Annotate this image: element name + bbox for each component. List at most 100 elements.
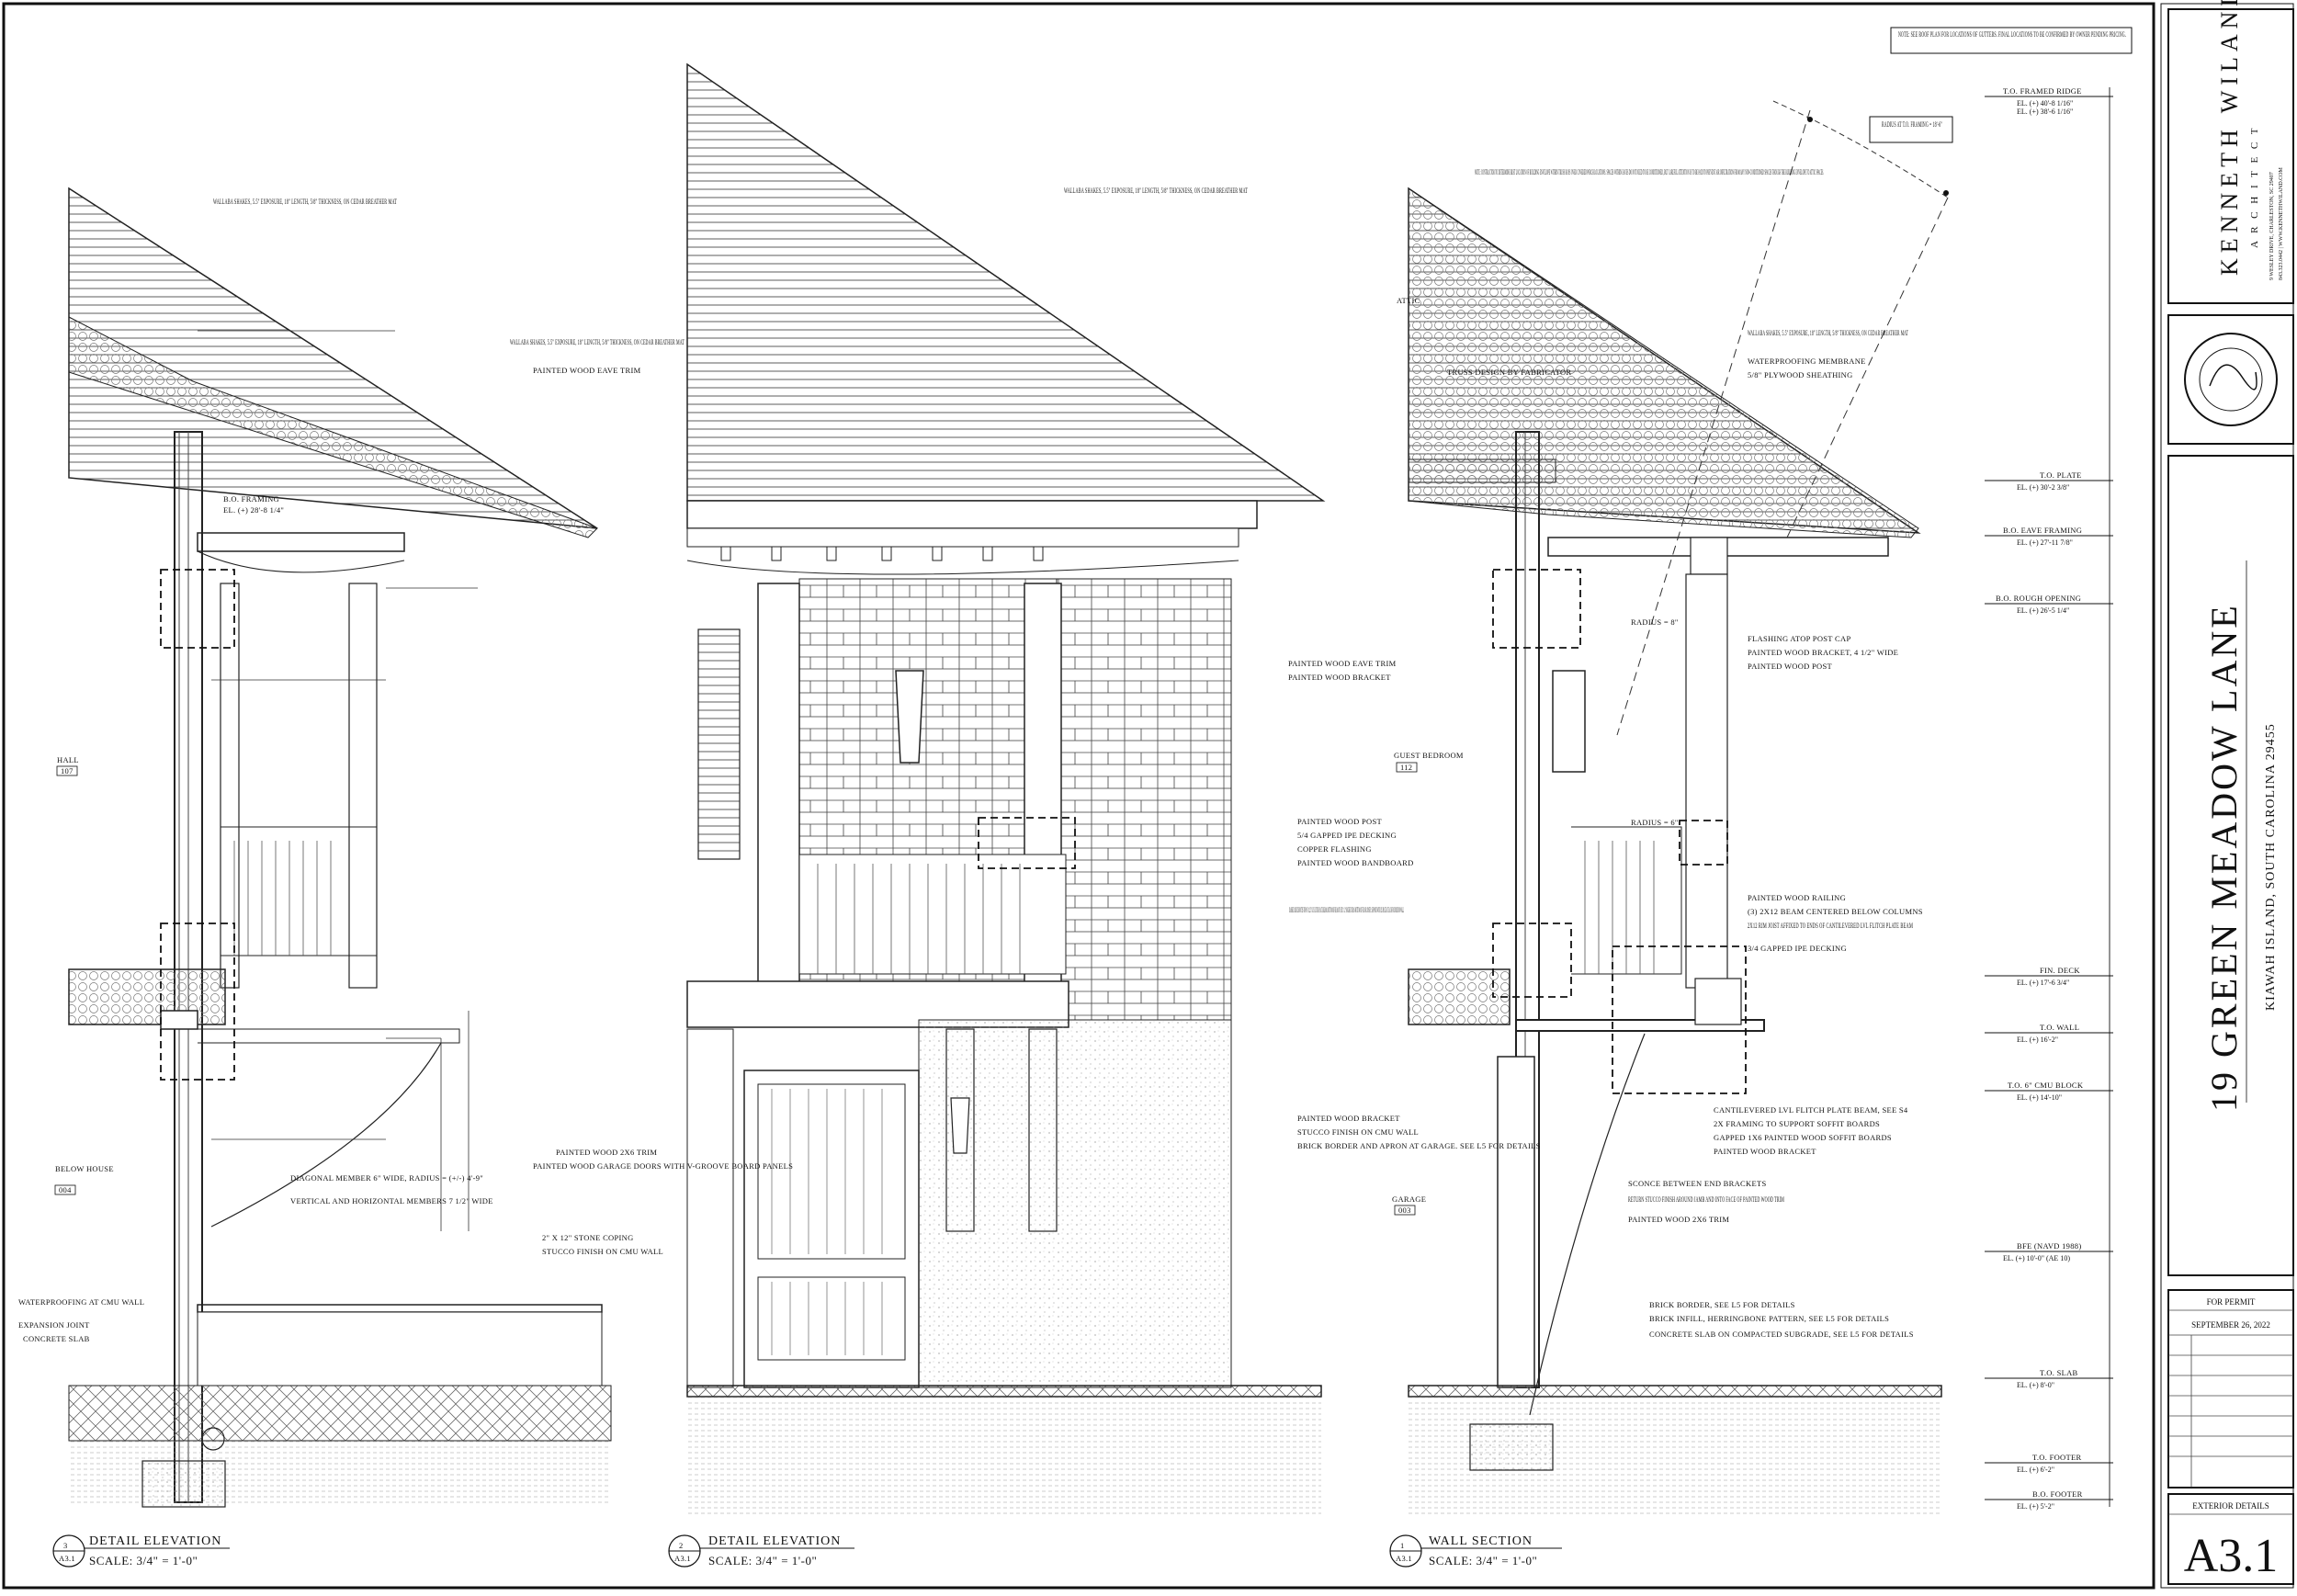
garage-door-d2 [743, 1070, 920, 1388]
level-4-name: FIN. DECK [2040, 966, 2080, 975]
d2-bandboard: PAINTED WOOD BANDBOARD [1297, 858, 1414, 867]
d3-bo-framing-el: EL. (+) 28'-8 1/4" [223, 505, 284, 515]
detail-3-elevation [68, 187, 612, 1508]
detail-1-title: WALL SECTION [1429, 1534, 1533, 1548]
level-2-el: EL. (+) 27'-11 7/8" [2017, 538, 2073, 547]
level-1-el: EL. (+) 30'-2 3/8" [2017, 483, 2069, 492]
d1-railing: PAINTED WOOD RAILING [1748, 893, 1846, 902]
d1-shakes: WALLABA SHAKES, 5.5" EXPOSURE, 18" LENGT… [1748, 328, 1908, 337]
detail-1-wall-section [1408, 87, 2113, 1516]
level-0-el: EL. (+) 40'-8 1/16" [2017, 99, 2073, 108]
level-7-el: EL. (+) 10'-0" (AE 10) [2003, 1254, 2070, 1262]
d1-trim: PAINTED WOOD 2X6 TRIM [1628, 1215, 1729, 1224]
lantern-d2 [895, 670, 924, 764]
d1-post: PAINTED WOOD POST [1748, 662, 1833, 671]
d1-brick-infill: BRICK INFILL, HERRINGBONE PATTERN, SEE L… [1649, 1314, 1889, 1323]
d2-garage-doors: PAINTED WOOD GARAGE DOORS WITH V-GROOVE … [533, 1161, 793, 1171]
d2-brick-border: BRICK BORDER AND APRON AT GARAGE. SEE L5… [1297, 1141, 1541, 1150]
d2-shakes-label: WALLABA SHAKES, 5.5" EXPOSURE, 18" LENGT… [510, 337, 685, 346]
detail-2-sheet: A3.1 [674, 1554, 691, 1563]
detail-3-title: DETAIL ELEVATION [89, 1534, 221, 1548]
sheet-border [2, 2, 2156, 1590]
level-8-el: EL. (+) 8'-0" [2017, 1381, 2054, 1389]
detail-1-scale: SCALE: 3/4" = 1'-0" [1429, 1554, 1537, 1568]
detail-2-scale: SCALE: 3/4" = 1'-0" [708, 1554, 817, 1568]
room-tag-guest: 112 [1400, 763, 1412, 772]
firm-address: 9 WESLEY DRIVE, CHARLESTON, SC 29407 [2269, 172, 2275, 280]
project-location: KIAWAH ISLAND, SOUTH CAROLINA 29455 [2264, 723, 2278, 1011]
room-tag-hall: 107 [61, 766, 74, 775]
date: SEPTEMBER 26, 2022 [2191, 1320, 2270, 1330]
d3-bo-framing: B.O. FRAMING [223, 494, 279, 504]
d3-expansion: EXPANSION JOINT [18, 1320, 90, 1330]
revision-grid [2168, 1309, 2293, 1515]
sheet-title: EXTERIOR DETAILS [2192, 1501, 2269, 1511]
d1-soffit: GAPPED 1X6 PAINTED WOOD SOFFIT BOARDS [1714, 1133, 1892, 1142]
level-5-name: T.O. WALL [2040, 1023, 2079, 1032]
d3-hall: HALL [57, 755, 79, 764]
level-6-el: EL. (+) 14'-10" [2017, 1093, 2062, 1102]
detail-2-elevation [686, 62, 1326, 1516]
d1-soffit-framing: 2X FRAMING TO SUPPORT SOFFIT BOARDS [1714, 1119, 1880, 1128]
d1-post-cap: FLASHING ATOP POST CAP [1748, 634, 1851, 643]
firm-sub: A R C H I T E C T [2249, 125, 2260, 248]
d1-sconce: SCONCE BETWEEN END BRACKETS [1628, 1179, 1766, 1188]
project-name: 19 GREEN MEADOW LANE [2203, 603, 2245, 1112]
d2-dashed: DASHED LINE DENOTES TOP OF 11.25" LVL FL… [1289, 905, 1404, 914]
d3-shakes-label: WALLABA SHAKES, 5.5" EXPOSURE, 18" LENGT… [213, 197, 397, 206]
note-envelope: NOTE: CONTRACTOR TO DETERMINE BEST LOCAT… [1475, 167, 1824, 176]
d2-eave-trim: PAINTED WOOD EAVE TRIM [1288, 659, 1397, 668]
d2-shakes2-label: WALLABA SHAKES, 5.5" EXPOSURE, 18" LENGT… [1064, 186, 1248, 195]
d1-attic: ATTIC [1397, 296, 1420, 305]
d3-coping: 2" X 12" STONE COPING [542, 1233, 634, 1242]
d1-return: RETURN STUCCO FINISH AROUND JAMB AND INT… [1628, 1194, 1784, 1204]
level-5-el: EL. (+) 16'-2" [2017, 1036, 2058, 1044]
detail-3-scale: SCALE: 3/4" = 1'-0" [89, 1554, 198, 1568]
d2-flashing: COPPER FLASHING [1297, 844, 1372, 854]
d1-sheathing: 5/8" PLYWOOD SHEATHING [1748, 370, 1853, 379]
d2-bracket2: PAINTED WOOD BRACKET [1297, 1114, 1400, 1123]
lantern-d1 [1552, 670, 1586, 773]
d2-trim: PAINTED WOOD 2X6 TRIM [556, 1148, 657, 1157]
detail-3-number: 3 [63, 1541, 68, 1550]
level-10-name: B.O. FOOTER [2032, 1489, 2083, 1499]
d3-diagonal: DIAGONAL MEMBER 6" WIDE, RADIUS = (+/-) … [290, 1173, 483, 1183]
d1-beam: (3) 2X12 BEAM CENTERED BELOW COLUMNS [1748, 907, 1923, 916]
d2-post: PAINTED WOOD POST [1297, 817, 1383, 826]
level-7-name: BFE (NAVD 1988) [2017, 1241, 2081, 1251]
level-1-name: T.O. PLATE [2040, 470, 2082, 480]
level-6-name: T.O. 6" CMU BLOCK [2008, 1081, 2084, 1090]
d1-guest: GUEST BEDROOM [1394, 751, 1464, 760]
detail-1-number: 1 [1400, 1541, 1405, 1550]
status: FOR PERMIT [2207, 1297, 2256, 1307]
level-0-el2: EL. (+) 38'-6 1/16" [2017, 108, 2073, 116]
d2-decking: 5/4 GAPPED IPE DECKING [1297, 831, 1397, 840]
d2-bracket: PAINTED WOOD BRACKET [1288, 673, 1391, 682]
d3-slab: CONCRETE SLAB [23, 1334, 90, 1343]
d3-vertical: VERTICAL AND HORIZONTAL MEMBERS 7 1/2" W… [290, 1196, 493, 1205]
d1-radius6: RADIUS = 6" [1631, 818, 1679, 827]
d1-bracket: PAINTED WOOD BRACKET, 4 1/2" WIDE [1748, 648, 1898, 657]
d1-rim: 2X12 RIM JOIST AFFIXED TO ENDS OF CANTIL… [1748, 921, 1913, 930]
d1-bracket2: PAINTED WOOD BRACKET [1714, 1147, 1816, 1156]
d1-truss: TRUSS DESIGN BY FABRICATOR [1447, 368, 1571, 377]
firm-contact: 843.323.0442 | WWW.KENNETHWILAND.COM [2279, 166, 2284, 280]
architect-seal [2184, 333, 2278, 426]
sheet-number: A3.1 [2184, 1530, 2279, 1582]
room-tag-garage: 003 [1398, 1205, 1411, 1215]
note-radius: RADIUS AT T.O. FRAMING = 18'-6" [1882, 119, 1942, 129]
room-tag-below-house: 004 [59, 1185, 72, 1194]
level-2-name: B.O. EAVE FRAMING [2003, 526, 2082, 535]
d1-garage: GARAGE [1392, 1194, 1426, 1204]
firm-name: KENNETH WILAND [2216, 0, 2243, 276]
detail-3-sheet: A3.1 [59, 1554, 75, 1563]
d3-waterproofing: WATERPROOFING AT CMU WALL [18, 1297, 144, 1307]
roof-shakes-d2 [686, 62, 1326, 502]
detail-2-number: 2 [679, 1541, 684, 1550]
level-9-name: T.O. FOOTER [2032, 1453, 2081, 1462]
d3-stucco: STUCCO FINISH ON CMU WALL [542, 1247, 663, 1256]
detail-1-sheet: A3.1 [1396, 1554, 1412, 1563]
detail-badges [52, 1534, 1562, 1568]
